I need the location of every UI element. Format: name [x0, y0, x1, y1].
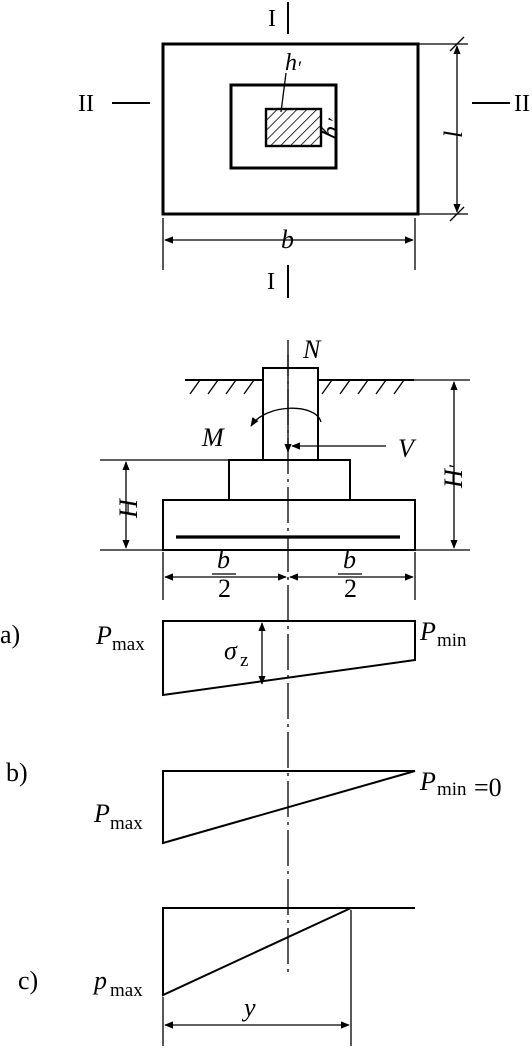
diagram-a-tag: a): [0, 620, 20, 649]
depth-label: H: [439, 468, 468, 489]
half-width-left-numerator: b: [217, 545, 230, 574]
half-width-left-denominator: 2: [218, 574, 231, 603]
half-width-right-denominator: 2: [344, 574, 357, 603]
footing-height-label: H: [114, 498, 143, 519]
moment-label: M: [201, 423, 225, 452]
diagram-a-trapezoid: [162, 620, 416, 697]
diagram-c-y-dimension: y: [162, 910, 352, 1046]
diagram-b-tag: b): [6, 758, 28, 787]
diagram-a-sigma: σ: [224, 636, 238, 665]
length-dimension: l: [418, 36, 468, 222]
diagram-a-left-sub: max: [112, 634, 145, 655]
depth-prime: ′: [446, 464, 467, 468]
length-label: l: [439, 131, 468, 138]
pedestal-outline: [229, 83, 338, 170]
width-dimension: b: [162, 218, 416, 270]
diagram-b-right-main: P: [419, 767, 436, 796]
column-section: [264, 107, 323, 148]
diagram-c-tag: c): [18, 966, 38, 995]
diagram-a-right-main: P: [419, 617, 436, 646]
section-2-label-right: II: [514, 91, 530, 117]
moment-arrow: [250, 407, 322, 427]
diagram-c-y-label: y: [241, 993, 256, 1022]
depth-dimension: H ′: [414, 379, 470, 551]
half-width-dimension: b 2 b 2: [162, 545, 416, 603]
column-h-label: h: [285, 50, 297, 76]
half-width-right-numerator: b: [343, 545, 356, 574]
column: [262, 367, 319, 460]
diagram-c-left-main: p: [92, 966, 107, 995]
column-h-prime: ′: [298, 58, 302, 79]
footing-base: [162, 499, 416, 551]
diagram-a-right-sub: min: [437, 630, 467, 651]
ground-surface: [185, 379, 414, 395]
pressure-diagram-c: c) p max y: [18, 907, 415, 1046]
elevation-view: N M V H H ′ b 2: [100, 335, 470, 975]
column-h-leader: [280, 72, 287, 113]
diagram-c-triangle: [162, 907, 352, 997]
diagram-b-right-sub: min: [437, 779, 467, 800]
section-2-label-left: II: [78, 91, 94, 117]
column-b-prime: ′: [325, 116, 346, 125]
diagram-c-left-sub: max: [110, 980, 143, 1001]
diagram-b-right-eq: =0: [474, 773, 502, 802]
width-label: b: [281, 225, 294, 254]
diagram-b-left-main: P: [93, 799, 110, 828]
pressure-diagram-a: a) P max P min σ z: [0, 617, 467, 697]
diagram-a-left-main: P: [95, 621, 112, 650]
diagram-b-triangle: [162, 770, 416, 845]
pedestal-step: [228, 459, 351, 500]
axial-force-label: N: [302, 335, 322, 364]
shear-label: V: [398, 434, 417, 463]
footing-height-dimension: H: [100, 459, 229, 551]
column-b-leader: [320, 126, 330, 136]
diagram-a-sigma-sub: z: [240, 650, 248, 671]
footing-outline: [161, 42, 420, 216]
section-1-label-bottom: I: [267, 269, 275, 295]
pressure-diagram-b: b) P max P min =0: [6, 758, 502, 845]
section-1-label-top: I: [268, 6, 276, 32]
plan-view: I I II II h ′ b ′ l b: [78, 2, 530, 298]
diagram-b-left-sub: max: [110, 813, 143, 834]
